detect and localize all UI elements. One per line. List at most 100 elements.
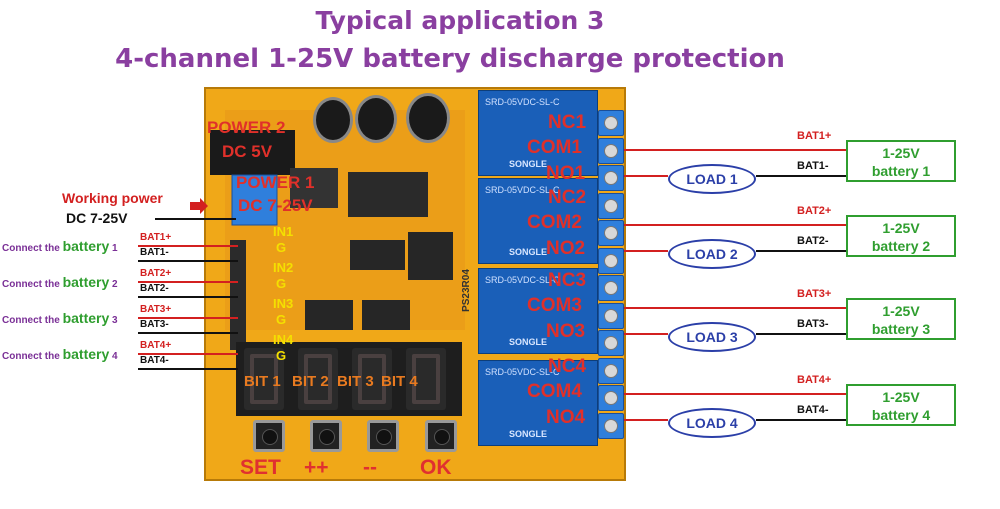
- input-header: [230, 240, 246, 350]
- display-digit-4: [406, 348, 446, 410]
- relay-no-label: NO1: [546, 163, 586, 184]
- capacitor: [406, 93, 450, 143]
- load-2: LOAD 2: [668, 239, 756, 269]
- set-button[interactable]: [253, 420, 285, 452]
- blue-terminal-power: [231, 174, 278, 226]
- relay-nc-label: NC2: [548, 187, 587, 208]
- arrow-right-icon: [190, 198, 208, 214]
- ok-button[interactable]: [425, 420, 457, 452]
- ic-chip-1: [408, 232, 453, 280]
- relay-no-label: NO3: [546, 321, 586, 342]
- relay-com-label: COM1: [527, 137, 582, 158]
- relay-com-label: COM4: [527, 381, 582, 402]
- ic-chip-2: [305, 300, 353, 330]
- bat-pos-label: BAT2+: [797, 205, 832, 217]
- input-g-label: G: [276, 348, 287, 363]
- dc-jack: [210, 130, 295, 175]
- working-power-label: Working power: [62, 190, 163, 206]
- power1-voltage: DC 7-25V: [238, 196, 313, 215]
- bit-label-1: BIT 1: [244, 373, 281, 390]
- input-g-label: G: [276, 276, 287, 291]
- screw-terminal: [598, 357, 624, 384]
- connect-battery-label: Connect the battery 2: [2, 274, 118, 290]
- bat-neg-wire-label: BAT2-: [140, 283, 169, 294]
- ok-button-label: OK: [420, 456, 452, 479]
- power2-label: POWER 2: [207, 118, 286, 137]
- page-title: Typical application 3: [315, 6, 605, 35]
- minus-button[interactable]: [367, 420, 399, 452]
- input-g-label: G: [276, 312, 287, 327]
- screw-terminal: [598, 302, 624, 329]
- bat-pos-wire-label: BAT3+: [140, 304, 172, 315]
- page-subtitle: 4-channel 1-25V battery discharge protec…: [115, 44, 785, 74]
- bat-pos-wire-label: BAT2+: [140, 268, 172, 279]
- bit-label-2: BIT 2: [292, 373, 329, 390]
- input-in-label: IN1: [273, 224, 294, 239]
- load-1: LOAD 1: [668, 164, 756, 194]
- bat-pos-label: BAT3+: [797, 288, 832, 300]
- connect-battery-label: Connect the battery 1: [2, 238, 118, 254]
- input-in-label: IN3: [273, 296, 294, 311]
- bit-label-3: BIT 3: [337, 373, 374, 390]
- capacitor: [313, 97, 353, 143]
- relay-no-label: NO4: [546, 407, 586, 428]
- bat-neg-wire-label: BAT1-: [140, 247, 169, 258]
- plus-button-label: ++: [304, 456, 329, 479]
- screw-terminal: [598, 220, 624, 246]
- board-marking: PS23R04: [460, 269, 472, 312]
- set-button-label: SET: [240, 456, 281, 479]
- relay-nc-label: NC3: [548, 270, 587, 291]
- screw-terminal: [598, 192, 624, 219]
- bat-neg-label: BAT3-: [797, 318, 829, 330]
- input-in-label: IN2: [273, 260, 294, 275]
- screw-terminal: [598, 330, 624, 356]
- screw-terminal: [598, 385, 624, 411]
- capacitor: [355, 95, 397, 143]
- relay-com-label: COM3: [527, 295, 582, 316]
- connect-battery-label: Connect the battery 4: [2, 346, 118, 362]
- screw-terminal: [598, 247, 624, 274]
- bat-pos-label: BAT1+: [797, 130, 832, 142]
- minus-button-label: --: [363, 456, 377, 479]
- bat-neg-label: BAT2-: [797, 235, 829, 247]
- screw-terminal: [598, 275, 624, 301]
- input-g-label: G: [276, 240, 287, 255]
- relay-no-label: NO2: [546, 238, 586, 259]
- bat-neg-label: BAT1-: [797, 160, 829, 172]
- bit-label-4: BIT 4: [381, 373, 418, 390]
- mcu-chip: [350, 240, 405, 270]
- relay-com-label: COM2: [527, 212, 582, 233]
- small-chip: [290, 168, 338, 208]
- screw-terminal: [598, 110, 624, 136]
- bat-neg-wire-label: BAT3-: [140, 319, 169, 330]
- regulator-chip: [348, 172, 428, 217]
- bat-pos-wire-label: BAT4+: [140, 340, 172, 351]
- display-digit-3: [352, 348, 392, 410]
- screw-terminal: [598, 165, 624, 191]
- connect-battery-label: Connect the battery 3: [2, 310, 118, 326]
- bat-pos-wire-label: BAT1+: [140, 232, 172, 243]
- load-4: LOAD 4: [668, 408, 756, 438]
- load-3: LOAD 3: [668, 322, 756, 352]
- power1-label: POWER 1: [236, 173, 315, 192]
- input-in-label: IN4: [273, 332, 294, 347]
- relay-nc-label: NC4: [548, 356, 587, 377]
- working-power-voltage: DC 7-25V: [66, 210, 128, 226]
- plus-button[interactable]: [310, 420, 342, 452]
- bat-neg-label: BAT4-: [797, 404, 829, 416]
- bat-pos-label: BAT4+: [797, 374, 832, 386]
- display-digit-2: [298, 348, 338, 410]
- screw-terminal: [598, 137, 624, 164]
- power2-voltage: DC 5V: [222, 142, 273, 161]
- input-wires: [138, 245, 238, 370]
- relay-nc-label: NC1: [548, 112, 587, 133]
- screw-terminal: [598, 412, 624, 439]
